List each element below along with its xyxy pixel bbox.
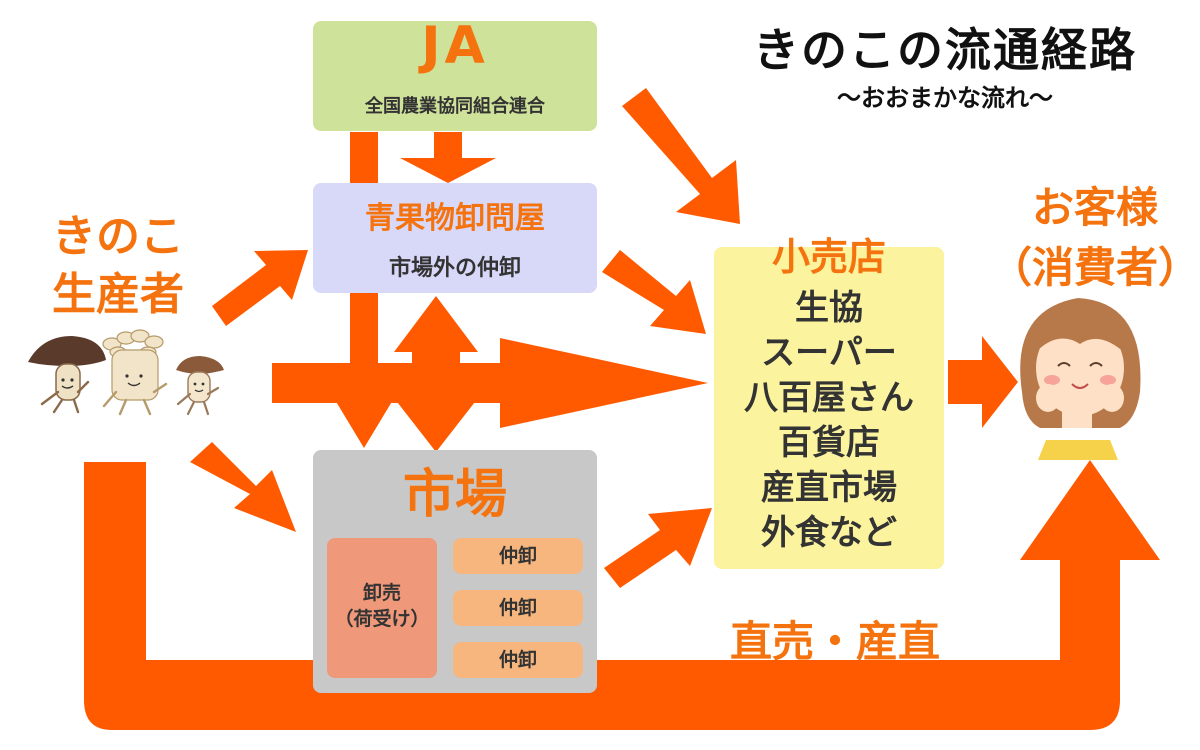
producer-to-retail-arrow xyxy=(272,338,708,428)
retail-label: 小売店 xyxy=(771,235,886,279)
retail-item: 八百屋さん xyxy=(744,378,914,418)
customer-label: お客様 （消費者） xyxy=(985,178,1200,298)
oroshiuri-label: 卸売 （荷受け） xyxy=(327,580,437,632)
retail-item: スーパー xyxy=(761,333,897,373)
oroshiuri-line2: （荷受け） xyxy=(334,608,430,630)
wholesaler-label: 青果物卸問屋 xyxy=(365,201,545,236)
producer-to-wholesaler-arrow xyxy=(212,250,308,326)
producer-label: きのこ 生産者 xyxy=(18,208,218,324)
customer-line2: （消費者） xyxy=(989,243,1200,292)
ja-to-retail-arrow xyxy=(622,88,740,224)
consumer-woman-icon xyxy=(1020,298,1141,460)
nakaoroshi-label: 仲卸 xyxy=(498,649,537,671)
ja-label: JA xyxy=(421,16,489,76)
oroshiuri-line1: 卸売 xyxy=(362,582,401,604)
retail-to-customer-arrow xyxy=(948,336,1018,428)
wholesaler-box xyxy=(313,183,597,293)
direct-sales-label: 直売・産直 xyxy=(729,617,940,666)
retail-box xyxy=(714,247,944,569)
producer-line1: きのこ xyxy=(52,211,184,262)
nakaoroshi-label: 仲卸 xyxy=(498,597,537,619)
page-title: きのこの流通経路 xyxy=(753,23,1137,77)
retail-item: 百貨店 xyxy=(778,423,880,463)
nakaoroshi-label: 仲卸 xyxy=(498,545,537,567)
nakaoroshi-box xyxy=(453,538,583,574)
retail-item: 外食など xyxy=(761,513,897,553)
wholesaler-to-retail-arrow xyxy=(602,250,706,334)
oroshiuri-box xyxy=(327,538,437,678)
retail-item: 産直市場 xyxy=(761,468,897,508)
nakaoroshi-box xyxy=(453,642,583,678)
ja-subtitle: 全国農業協同組合連合 xyxy=(365,96,545,117)
market-label: 市場 xyxy=(402,465,507,525)
ja-to-wholesaler-arrow xyxy=(400,132,496,183)
producer-to-market-arrow xyxy=(190,442,296,532)
page-subtitle: 〜おおまかな流れ〜 xyxy=(837,84,1053,112)
ja-box xyxy=(313,21,597,131)
producer-line2: 生産者 xyxy=(52,269,184,320)
retail-list: 生協 スーパー 八百屋さん 百貨店 産直市場 外食など xyxy=(714,286,944,556)
mushroom-characters-icon xyxy=(28,329,224,416)
retail-item: 生協 xyxy=(795,288,863,328)
wholesaler-subtitle: 市場外の仲卸 xyxy=(388,256,521,281)
market-to-retail-arrow xyxy=(604,508,712,588)
customer-line1: お客様 xyxy=(1031,183,1158,232)
nakaoroshi-box xyxy=(453,590,583,626)
